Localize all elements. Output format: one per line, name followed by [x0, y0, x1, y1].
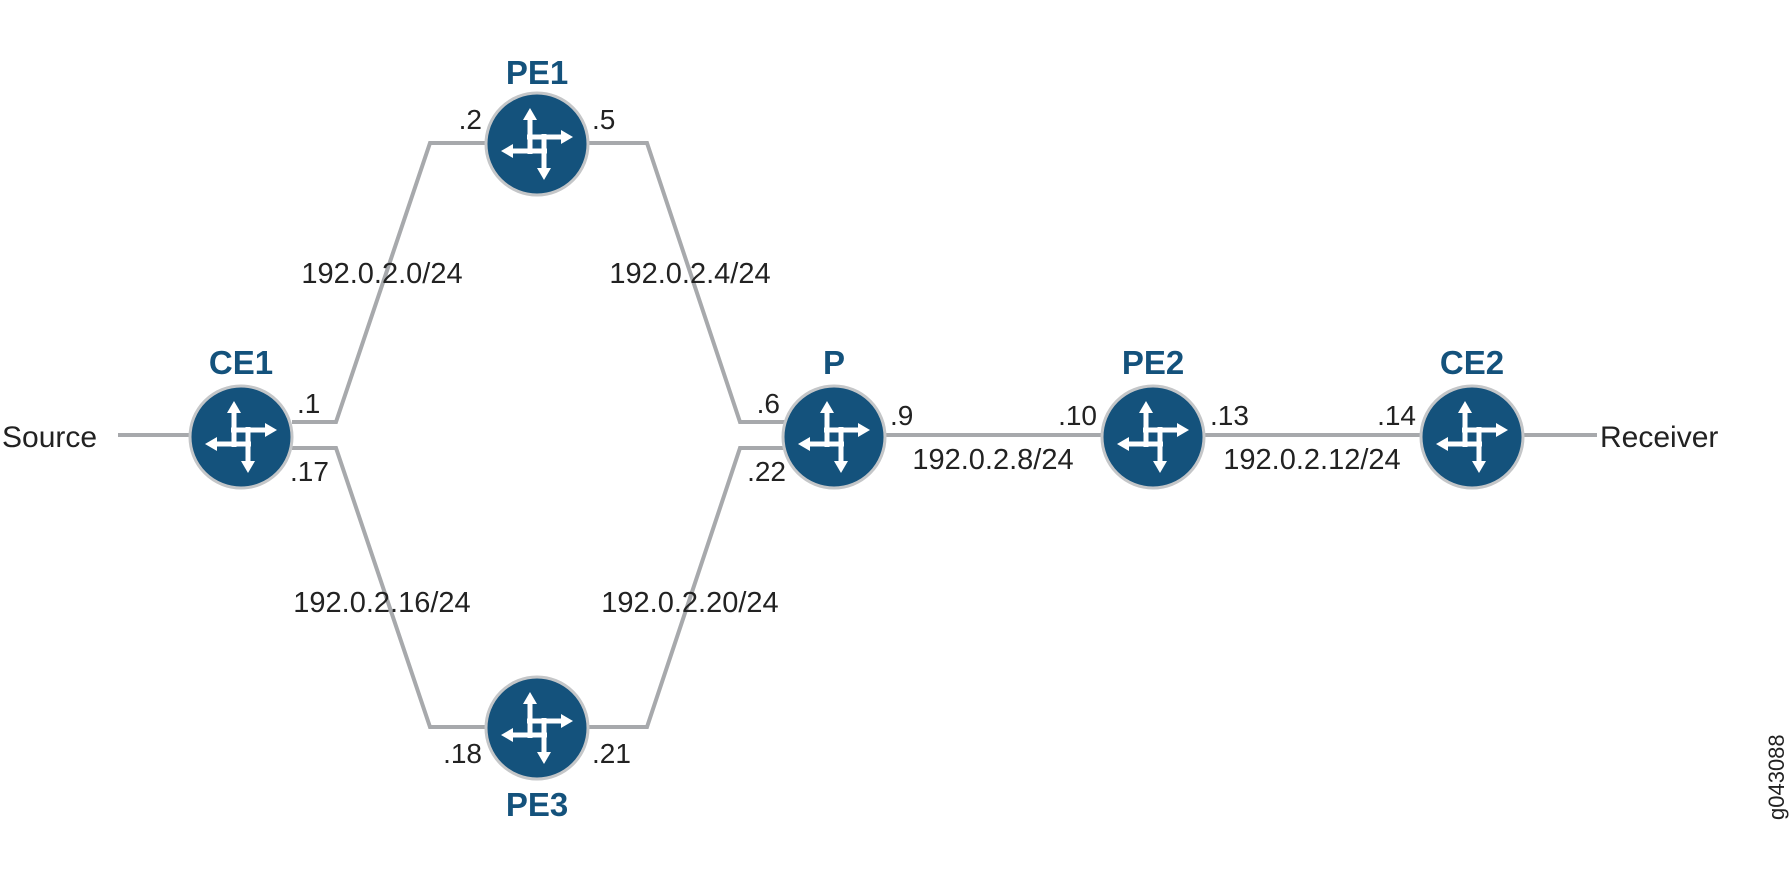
iface-ce1-pe1: .1 [297, 388, 320, 419]
iface-pe2-p: .10 [1058, 400, 1097, 431]
router-arrows-icon [501, 108, 573, 180]
router-icon [1419, 384, 1525, 490]
figure-id: g043088 [1764, 734, 1789, 820]
router-icon [188, 384, 294, 490]
link-pe1-p [585, 141, 790, 424]
router-ce2 [1419, 384, 1525, 490]
router-p [781, 384, 887, 490]
iface-pe1-ce1: .2 [459, 104, 482, 135]
node-name-p: P [823, 344, 845, 381]
subnet-label-pe3-p: 192.0.2.20/24 [601, 587, 778, 619]
link-pe3-p [585, 446, 790, 729]
node-name-ce2: CE2 [1440, 344, 1504, 381]
router-arrows-icon [1117, 401, 1189, 473]
iface-pe3-p: .21 [592, 738, 631, 769]
iface-ce1-pe3: .17 [290, 456, 329, 487]
iface-pe2-ce2: .13 [1210, 400, 1249, 431]
router-icon [484, 675, 590, 781]
links [118, 141, 1597, 729]
subnet-label-p-pe2: 192.0.2.8/24 [912, 444, 1073, 476]
node-name-pe3: PE3 [506, 786, 568, 823]
router-arrows-icon [501, 692, 573, 764]
node-name-pe1: PE1 [506, 54, 568, 91]
subnet-label-pe1-p: 192.0.2.4/24 [609, 258, 770, 290]
router-pe1 [484, 91, 590, 197]
iface-p-pe2: .9 [890, 400, 913, 431]
node-name-pe2: PE2 [1122, 344, 1184, 381]
subnet-label-ce1-pe3: 192.0.2.16/24 [293, 587, 470, 619]
iface-p-pe1: .6 [757, 388, 780, 419]
link-ce1-pe3 [292, 446, 490, 729]
iface-ce2-pe2: .14 [1377, 400, 1416, 431]
subnet-label-ce1-pe1: 192.0.2.0/24 [301, 258, 462, 290]
router-arrows-icon [798, 401, 870, 473]
source-label: Source [2, 421, 97, 454]
router-arrows-icon [1436, 401, 1508, 473]
link-ce1-pe1 [292, 141, 490, 424]
iface-pe3-ce1: .18 [443, 738, 482, 769]
router-pe2 [1100, 384, 1206, 490]
iface-p-pe3: .22 [747, 456, 786, 487]
receiver-label: Receiver [1600, 421, 1718, 454]
router-icon [1100, 384, 1206, 490]
router-icon [484, 91, 590, 197]
subnet-label-pe2-ce2: 192.0.2.12/24 [1223, 444, 1400, 476]
router-arrows-icon [205, 401, 277, 473]
router-pe3 [484, 675, 590, 781]
router-ce1 [188, 384, 294, 490]
router-icon [781, 384, 887, 490]
node-name-ce1: CE1 [209, 344, 273, 381]
iface-pe1-p: .5 [592, 104, 615, 135]
